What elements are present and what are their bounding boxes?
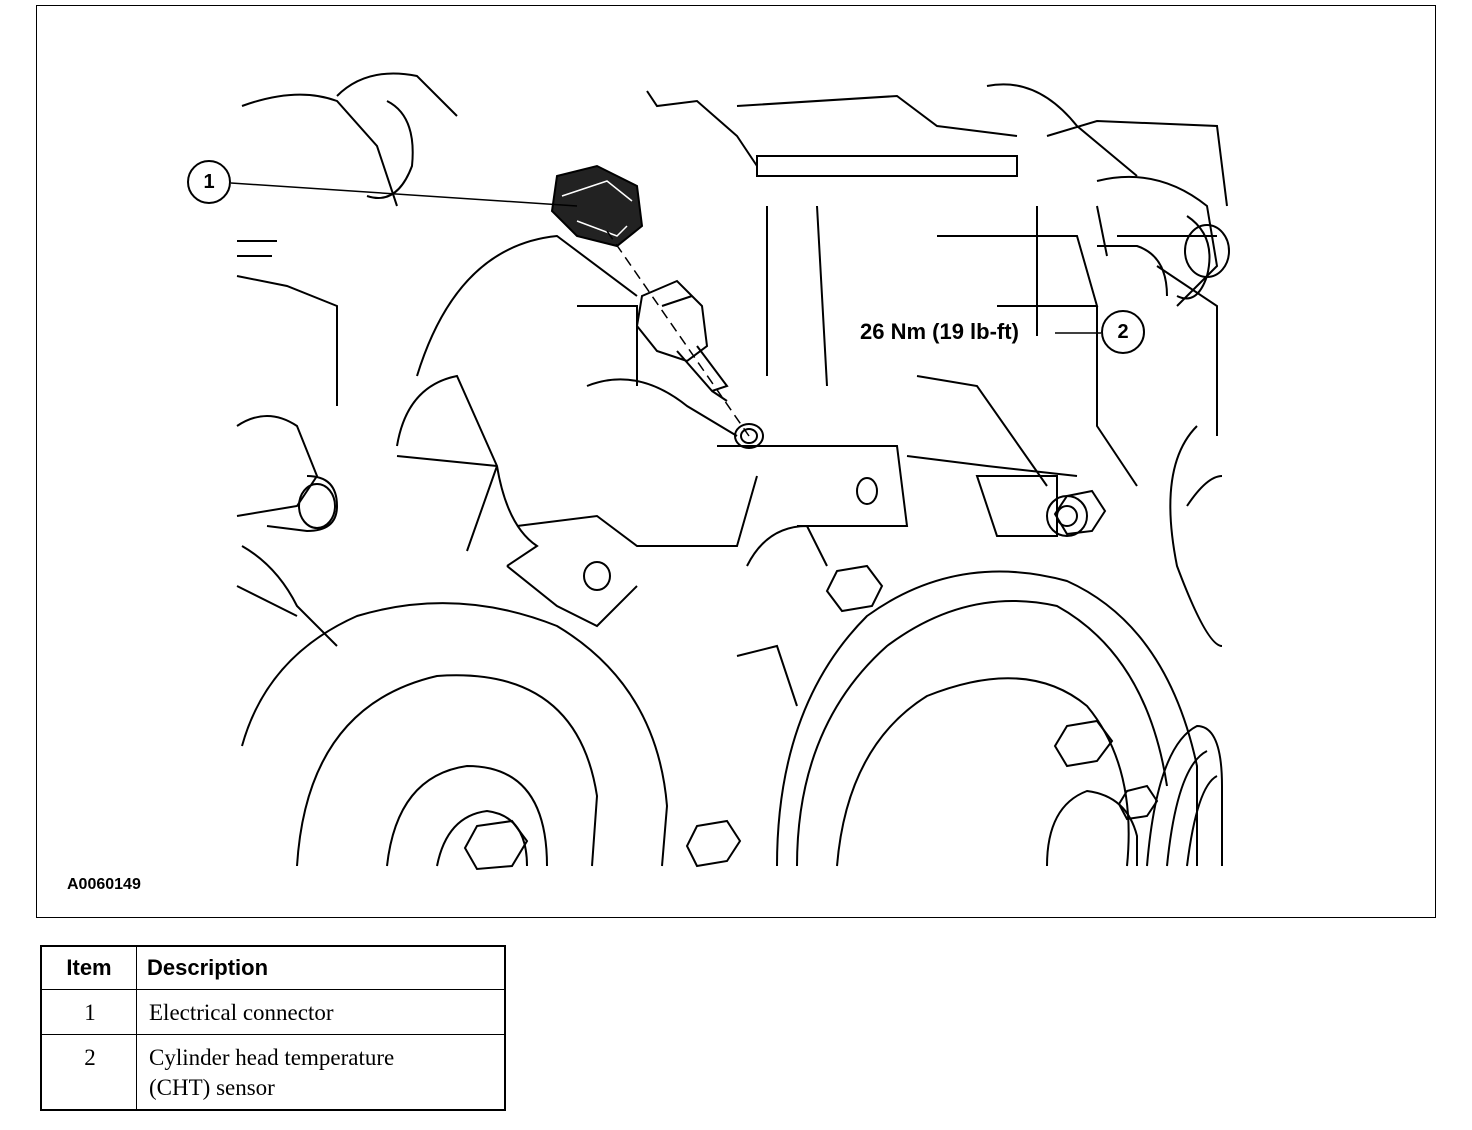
legend-header-row: Item Description: [40, 945, 506, 990]
legend-item-description: Cylinder head temperature (CHT) sensor: [136, 1034, 506, 1111]
right-pulley: [1146, 425, 1223, 867]
legend-row: 2 Cylinder head temperature (CHT) sensor: [40, 1034, 506, 1111]
center-pulley: [736, 524, 1198, 867]
engine-illustration: [230, 72, 1230, 871]
front-cover-housing: [396, 234, 738, 567]
figure-id: A0060149: [67, 876, 141, 893]
callout-2: 2: [1101, 310, 1145, 354]
cht-sensor-drawing: [635, 279, 764, 449]
figure-frame: 1 2 26 Nm (19 lb-ft) A0060149: [36, 5, 1436, 918]
engine-brackets: [298, 224, 1230, 628]
engine-background-lines: [236, 72, 1228, 647]
electrical-connector-drawing: [550, 164, 644, 248]
legend-item-description-line2: (CHT) sensor: [149, 1075, 275, 1100]
legend-row: 1 Electrical connector: [40, 989, 506, 1035]
legend-header-item: Item: [40, 945, 137, 990]
installation-axis: [606, 230, 750, 437]
legend-item-description-line1: Cylinder head temperature: [149, 1045, 395, 1070]
legend-item-number: 1: [40, 989, 137, 1035]
legend-item-number: 2: [40, 1034, 137, 1111]
legend-table: Item Description 1 Electrical connector …: [40, 945, 506, 1111]
bolt-heads: [463, 489, 1159, 871]
legend-header-description: Description: [136, 945, 506, 990]
torque-spec-label: 26 Nm (19 lb-ft): [854, 317, 1025, 347]
left-pulley: [241, 602, 669, 867]
callout-1: 1: [187, 160, 231, 204]
legend-item-description: Electrical connector: [136, 989, 506, 1035]
callout-1-leader: [230, 182, 578, 207]
